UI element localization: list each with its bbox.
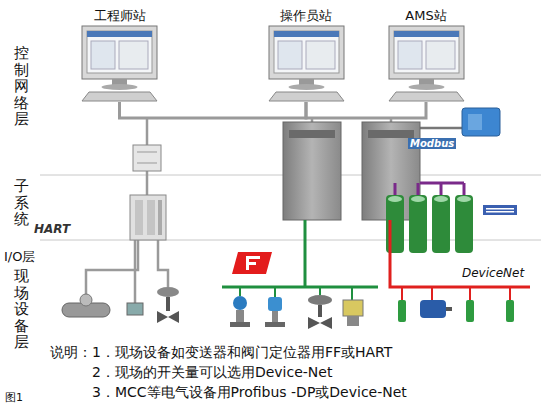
figure-number: 图1 — [5, 390, 23, 405]
station-label: 工程师站 — [94, 8, 146, 24]
layer-label: 子系统 — [14, 178, 29, 228]
layer-label: 控制网络层 — [14, 45, 29, 128]
modbus-gateway — [462, 108, 500, 136]
discrete-device — [398, 300, 514, 322]
protocol-tag: Modbus — [408, 138, 456, 149]
network-line — [306, 102, 426, 118]
note-text: 2．现场的开关量可以选用Device-Net — [92, 364, 332, 382]
protocol-label: DeviceNet — [462, 266, 524, 280]
station-label: 操作员站 — [280, 8, 332, 24]
layer-label: 现场设备层 — [14, 268, 29, 351]
network-drop — [86, 118, 462, 303]
station-label: AMS站 — [405, 8, 446, 24]
computer-icon — [77, 24, 162, 102]
note-text: 3．MCC等电气设备用Profibus -DP或Device-Net — [92, 384, 407, 402]
hart-module — [130, 145, 166, 240]
io-module — [386, 195, 473, 253]
layer-label: I/O层 — [4, 248, 35, 266]
fieldbus-logo — [232, 252, 272, 274]
note-text: 1．现场设备如变送器和阀门定位器用FF或HART — [92, 344, 392, 362]
protocol-logo: HART — [34, 222, 70, 236]
hart-device — [62, 294, 143, 317]
workstation-node: AMS站 — [380, 8, 472, 102]
devicenet-bus — [390, 220, 530, 300]
transmitter-symbol — [230, 296, 285, 327]
io-bus — [395, 183, 464, 195]
workstation-node: 操作员站 — [262, 8, 350, 102]
computer-icon — [384, 24, 469, 102]
valve-symbol — [157, 287, 363, 329]
workstation-node: 工程师站 — [72, 8, 167, 102]
computer-icon — [264, 24, 349, 102]
vendor-logo — [483, 205, 517, 215]
ff-bus — [222, 220, 378, 300]
note-heading: 说明： — [50, 344, 92, 362]
network-line — [120, 102, 307, 118]
